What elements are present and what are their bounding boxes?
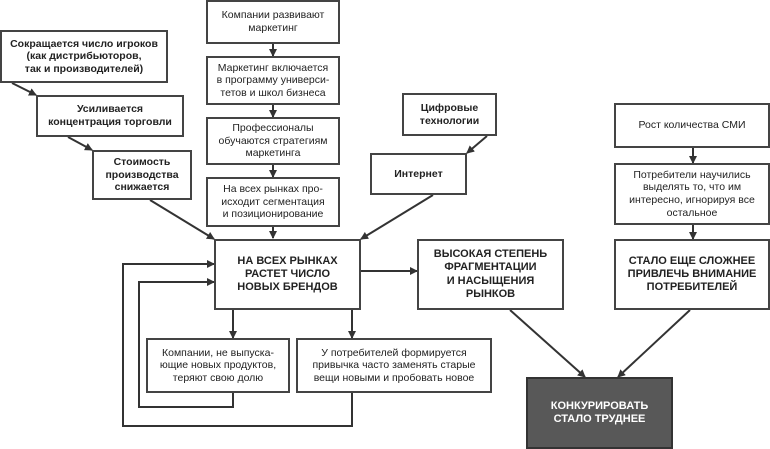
arrow: [509, 309, 586, 378]
box-new-brands: НА ВСЕХ РЫНКАХ РАСТЕТ ЧИСЛО НОВЫХ БРЕНДО…: [214, 239, 361, 310]
box-consumers-filter: Потребители научились выделять то, что и…: [614, 163, 770, 225]
box-consumer-habit: У потребителей формируется привычка част…: [296, 338, 492, 393]
box-production-cost: Стоимость производства снижается: [92, 150, 192, 200]
box-marketing-in-universities: Маркетинг включается в программу универс…: [206, 56, 340, 105]
arrow: [67, 136, 93, 151]
box-internet: Интернет: [370, 153, 467, 195]
box-companies-lose-share: Компании, не выпуска- ющие новых продукт…: [146, 338, 290, 393]
arrow: [360, 194, 434, 240]
arrow: [11, 82, 37, 96]
box-harder-attention: СТАЛО ЕЩЕ СЛОЖНЕЕ ПРИВЛЕЧЬ ВНИМАНИЕ ПОТР…: [614, 239, 770, 310]
arrow: [149, 199, 215, 240]
box-fragmentation: ВЫСОКАЯ СТЕПЕНЬ ФРАГМЕНТАЦИИ И НАСЫЩЕНИЯ…: [417, 239, 564, 310]
feedback-arrow-inner: [138, 278, 234, 408]
arrow: [617, 309, 691, 378]
box-fewer-players: Сокращается число игроков (как дистрибью…: [0, 30, 168, 83]
box-digital-tech: Цифровые технологии: [402, 93, 497, 136]
box-companies-develop-marketing: Компании развивают маркетинг: [206, 0, 340, 44]
feedback-arrow-outer: [122, 260, 353, 427]
box-trade-concentration: Усиливается концентрация торговли: [36, 95, 184, 137]
box-segmentation: На всех рынках про- исходит сегментация …: [206, 177, 340, 227]
arrow: [466, 135, 488, 154]
box-media-growth: Рост количества СМИ: [614, 103, 770, 148]
box-professionals-trained: Профессионалы обучаются стратегиям марке…: [206, 117, 340, 165]
box-harder-compete: КОНКУРИРОВАТЬ СТАЛО ТРУДНЕЕ: [526, 377, 673, 449]
